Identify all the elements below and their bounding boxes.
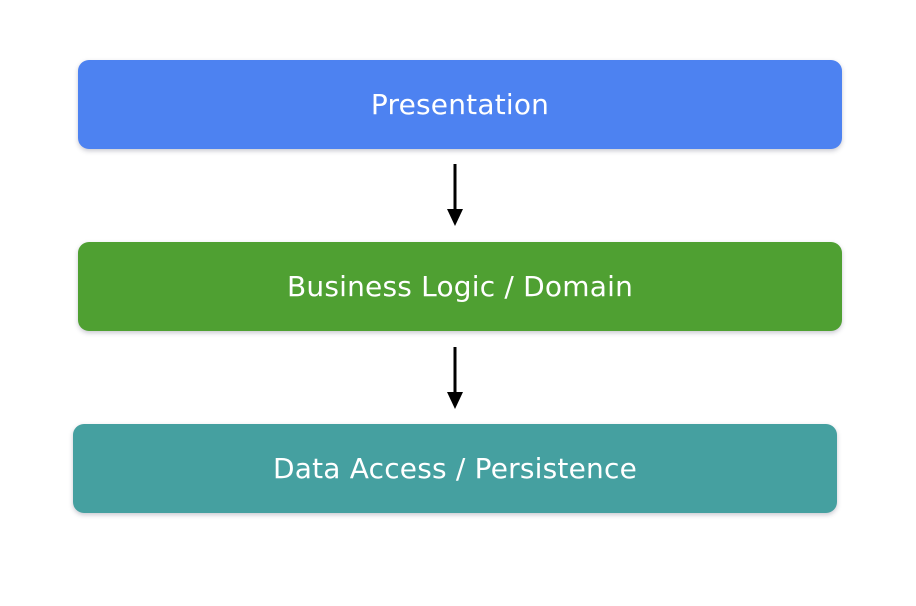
layer-label-presentation: Presentation (370, 88, 550, 121)
layer-box-data-access: Data Access / Persistence (73, 424, 837, 513)
arrow-business-to-data (447, 347, 463, 409)
layer-label-business-logic: Business Logic / Domain (286, 270, 634, 303)
arrowhead-icon (447, 209, 463, 226)
arrowhead-icon (447, 392, 463, 409)
arrow-presentation-to-business (447, 164, 463, 226)
layer-box-presentation: Presentation (78, 60, 842, 149)
layer-box-business-logic: Business Logic / Domain (78, 242, 842, 331)
layer-label-data-access: Data Access / Persistence (273, 452, 637, 485)
